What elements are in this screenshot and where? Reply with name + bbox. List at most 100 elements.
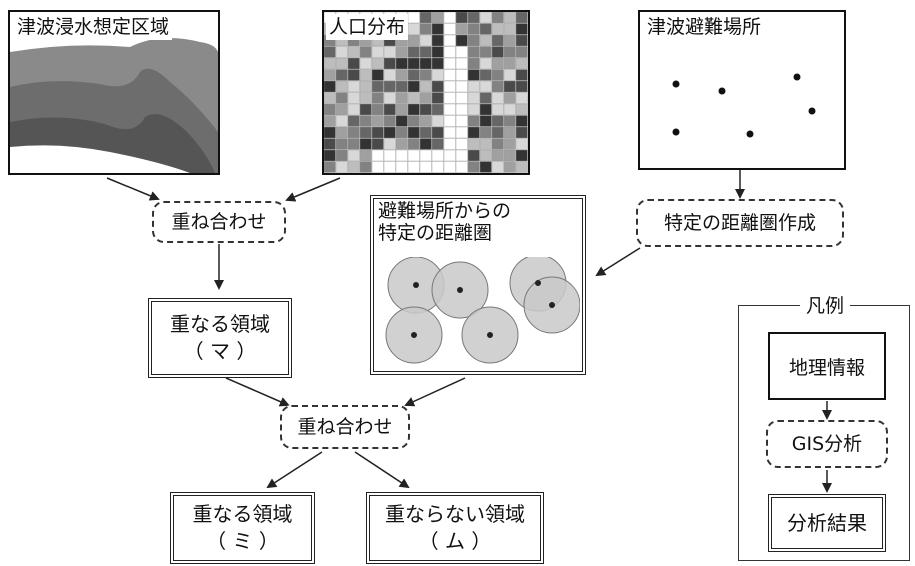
result-mi-title: 重なる領域 [192,502,293,526]
population-cell [347,149,360,162]
population-cell [467,115,480,127]
population-cell [395,161,408,173]
population-cell [323,46,336,58]
overlay-process-2: 重ね合わせ [280,405,410,449]
population-cell [431,138,444,150]
population-cell [467,46,480,58]
population-cell [323,80,336,93]
population-cell [467,149,480,162]
population-cell [323,92,336,104]
population-cell [443,34,456,47]
population-cell [479,69,492,81]
population-cell [395,57,408,70]
population-cell [407,161,420,173]
population-cell [419,103,432,116]
population-cell [335,92,348,104]
population-cell [383,115,396,127]
population-cell [395,46,408,58]
arrow-tsunami-to-overlay [106,177,160,201]
population-cell [443,138,456,150]
population-cell [407,103,420,116]
population-cell [515,34,528,47]
population-cell [371,126,384,139]
population-cell [503,92,516,104]
arrow-overlay2-to-mi [266,451,323,489]
population-cell [347,103,360,116]
population-cell [407,92,420,104]
shelter-point [672,80,680,88]
population-cell [371,80,384,93]
population-cell [395,115,408,127]
population-cell [503,149,516,162]
shelters-title: 津波避難場所 [644,14,765,40]
population-cell [395,138,408,150]
population-cell [383,138,396,150]
population-cell [335,138,348,150]
legend-geo-info: 地理情報 [768,332,886,400]
population-cell [467,57,480,70]
population-cell [359,161,372,173]
population-cell [455,92,468,104]
population-cell [359,103,372,116]
population-cell [383,69,396,81]
population-cell [347,92,360,104]
population-cell [359,138,372,150]
population-cell [491,23,504,35]
population-cell [443,69,456,81]
population-cell [467,126,480,139]
population-cell [515,103,528,116]
population-cell [491,103,504,116]
population-cell [335,80,348,93]
population-title: 人口分布 [326,14,409,40]
population-cell [443,149,456,162]
population-cell [479,34,492,47]
population-cell [455,57,468,70]
population-cell [479,115,492,127]
population-cell [491,80,504,93]
population-cell [419,11,432,24]
arrow-buffer-to-overlay2 [404,377,466,407]
population-cell [455,126,468,139]
population-cell [395,103,408,116]
population-cell [347,138,360,150]
population-cell [395,149,408,162]
population-cell [455,23,468,35]
population-cell [359,149,372,162]
overlay-process-1: 重ね合わせ [152,201,286,243]
population-cell [371,92,384,104]
legend-gis-analysis: GIS分析 [766,420,888,468]
population-cell [335,103,348,116]
population-cell [515,126,528,139]
result-mu: 重ならない領域 （ ム ） [366,492,544,564]
population-cell [407,138,420,150]
arrow-population-to-overlay [285,177,341,202]
population-cell [431,161,444,173]
result-ma: 重なる領域 （ マ ） [148,298,292,378]
population-cell [383,126,396,139]
legend-analysis-result-label: 分析結果 [787,510,867,535]
population-cell [455,69,468,81]
result-mi-label: （ ミ ） [206,529,279,553]
legend-geo-info-label: 地理情報 [788,356,865,379]
population-cell [371,161,384,173]
population-cell [467,92,480,104]
population-cell [479,23,492,35]
population-cell [419,80,432,93]
population-cell [443,103,456,116]
population-cell [347,126,360,139]
population-cell [515,46,528,58]
population-cell [479,11,492,24]
shelters-map: 津波避難場所 [638,10,846,170]
population-cell [443,161,456,173]
shelter-point [672,128,680,136]
population-cell [479,138,492,150]
population-cell [491,115,504,127]
population-cell [431,46,444,58]
population-cell [491,46,504,58]
population-cell [419,115,432,127]
population-cell [467,69,480,81]
population-cell [443,80,456,93]
population-cell [335,126,348,139]
population-cell [359,126,372,139]
